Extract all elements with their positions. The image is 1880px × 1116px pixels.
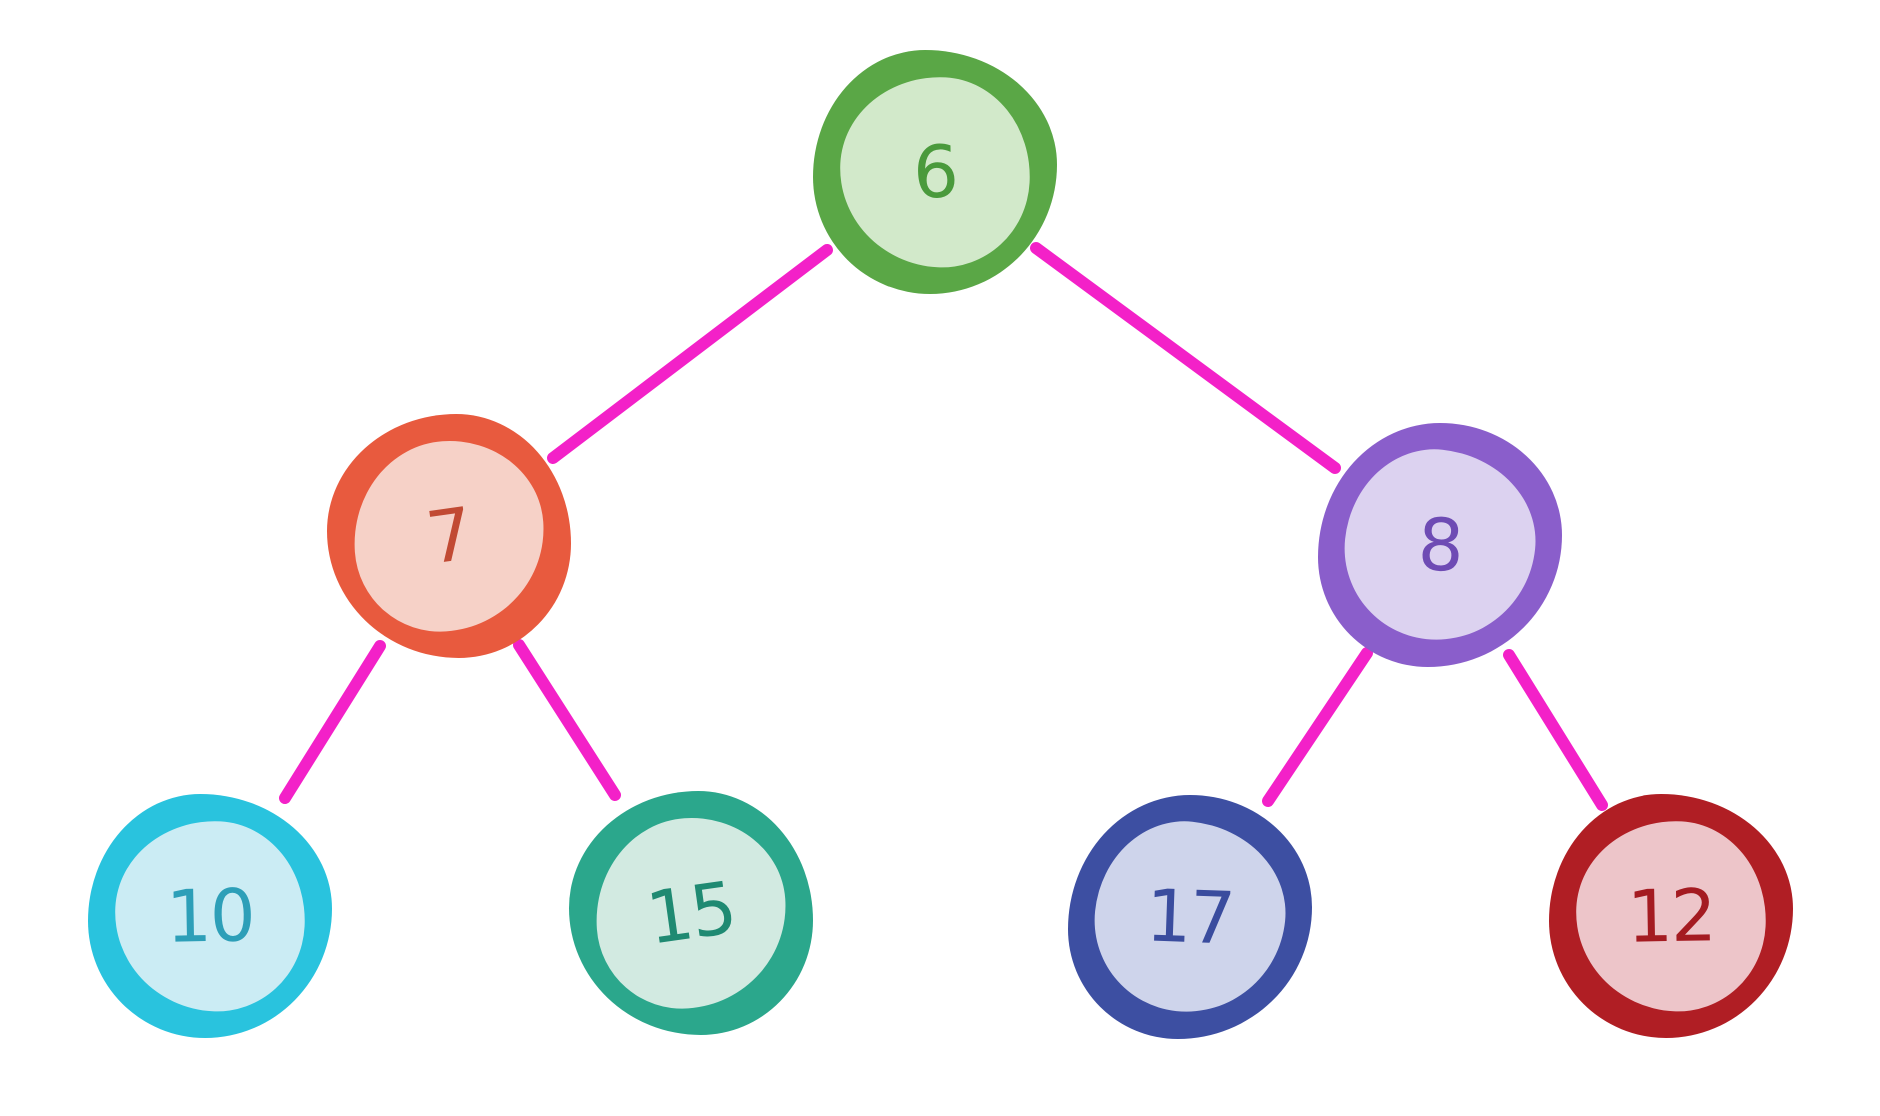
tree-edge-root-to-right bbox=[1030, 242, 1341, 474]
tree-node-right-right: 12 bbox=[1549, 794, 1793, 1038]
tree-node-left: 7 bbox=[327, 414, 571, 658]
tree-node-fill: 12 bbox=[1571, 816, 1771, 1016]
tree-edge-root-to-left bbox=[547, 244, 833, 464]
tree-node-value: 10 bbox=[165, 873, 255, 959]
tree-edge-right-to-right-right bbox=[1503, 649, 1608, 811]
tree-node-fill: 15 bbox=[589, 811, 793, 1015]
tree-node-fill: 7 bbox=[347, 434, 551, 638]
tree-node-value: 7 bbox=[421, 491, 477, 581]
tree-edge-left-to-left-left bbox=[279, 640, 386, 804]
tree-edge-left-to-left-right bbox=[513, 639, 621, 801]
tree-node-left-left: 10 bbox=[88, 794, 332, 1038]
tree-node-left-right: 15 bbox=[569, 791, 813, 1035]
tree-node-value: 15 bbox=[641, 865, 741, 961]
tree-node-fill: 17 bbox=[1085, 812, 1295, 1022]
tree-node-value: 8 bbox=[1416, 502, 1464, 588]
tree-node-right: 8 bbox=[1318, 423, 1562, 667]
tree-node-right-left: 17 bbox=[1068, 795, 1312, 1039]
tree-node-value: 17 bbox=[1144, 873, 1236, 961]
tree-edge-right-to-right-left bbox=[1262, 647, 1373, 807]
tree-node-fill: 10 bbox=[110, 816, 310, 1016]
tree-node-value: 12 bbox=[1626, 873, 1716, 959]
tree-node-value: 6 bbox=[912, 129, 958, 215]
tree-node-fill: 8 bbox=[1335, 440, 1545, 650]
tree-node-root: 6 bbox=[813, 50, 1057, 294]
tree-node-fill: 6 bbox=[835, 72, 1035, 272]
